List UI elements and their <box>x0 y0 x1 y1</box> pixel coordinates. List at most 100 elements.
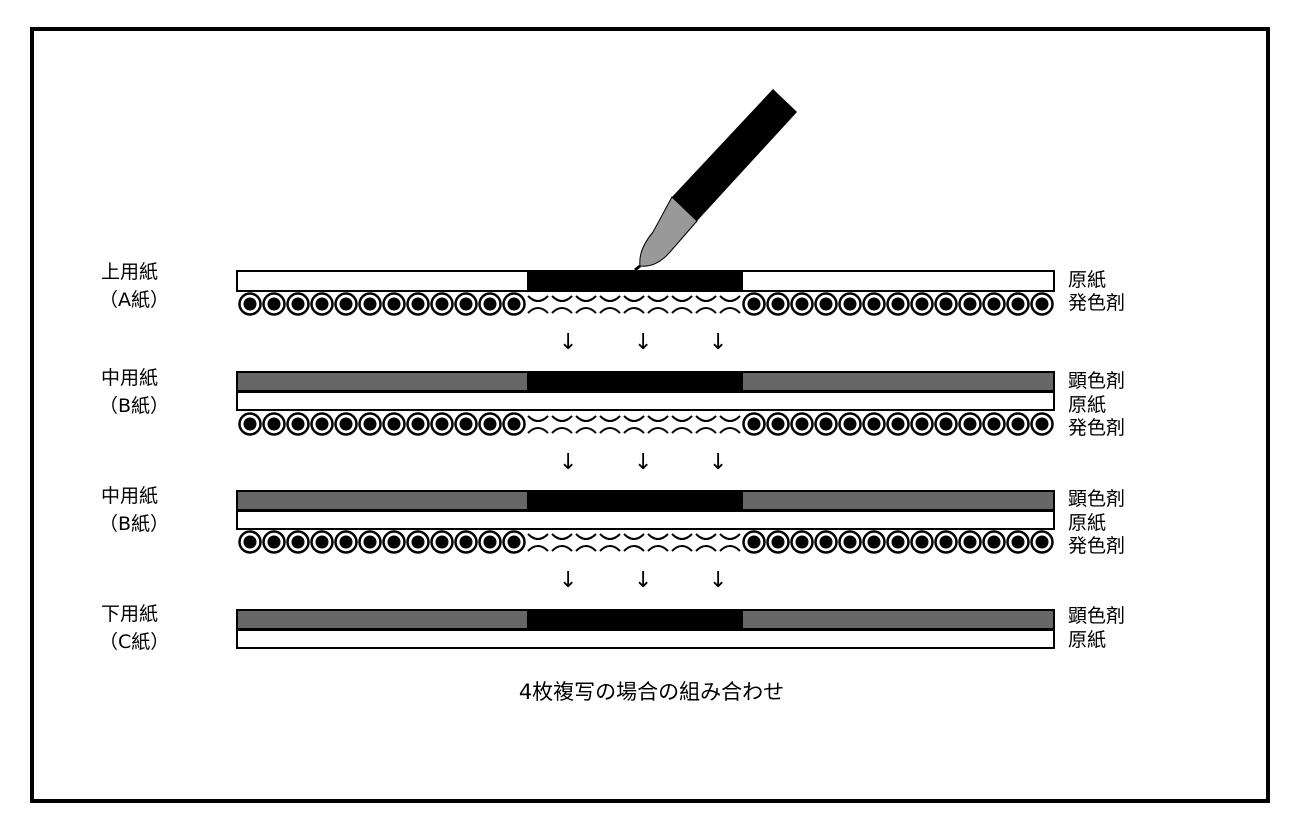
capsule-dye <box>243 417 257 431</box>
capsule-dye <box>819 297 833 311</box>
paper-layers <box>236 270 1055 649</box>
sheet-1-name: 上用紙 <box>101 261 159 283</box>
capsule-dye <box>483 297 497 311</box>
down-arrow-icon: ↓ <box>559 568 578 593</box>
capsule-dye <box>891 535 905 549</box>
capsule-dye <box>267 535 281 549</box>
capsule-dye <box>1035 297 1049 311</box>
ruptured-capsule <box>599 533 621 552</box>
ruptured-capsule <box>623 415 645 434</box>
down-arrow-icon: ↓ <box>634 330 653 355</box>
down-arrow-icon: ↓ <box>709 330 728 355</box>
capsule-dye <box>747 535 761 549</box>
down-arrow-icon: ↓ <box>559 330 578 355</box>
capsule-dye <box>939 535 953 549</box>
capsule-dye <box>363 417 377 431</box>
down-arrow-icon: ↓ <box>634 450 653 475</box>
ruptured-capsule <box>647 533 669 552</box>
capsule-dye <box>243 297 257 311</box>
capsule-dye <box>339 417 353 431</box>
capsule-dye <box>819 417 833 431</box>
capsule-dye <box>243 535 257 549</box>
ruptured-capsule <box>719 415 741 434</box>
ruptured-capsule <box>599 295 621 314</box>
ruptured-capsule <box>599 415 621 434</box>
capsule-dye <box>411 297 425 311</box>
capsule-dye <box>915 297 929 311</box>
capsule-dye <box>267 417 281 431</box>
capsule-dye <box>459 535 473 549</box>
sheet-4-sub: （C紙） <box>99 631 170 653</box>
capsule-dye <box>867 297 881 311</box>
capsule-dye <box>267 297 281 311</box>
capsule-dye <box>747 417 761 431</box>
ruptured-capsule <box>527 295 549 314</box>
capsule-dye <box>939 297 953 311</box>
down-arrow-icon: ↓ <box>709 450 728 475</box>
ruptured-capsule <box>551 295 573 314</box>
base-paper-layer <box>236 510 1055 530</box>
capsule-dye <box>867 535 881 549</box>
capsule-dye <box>435 417 449 431</box>
capsule-dye <box>843 535 857 549</box>
base-paper-layer <box>236 629 1055 649</box>
sheet-1-layer-paper: 原紙 <box>1068 269 1107 291</box>
ruptured-capsule <box>623 533 645 552</box>
pen-icon <box>634 89 797 272</box>
capsule-dye <box>891 417 905 431</box>
ruptured-capsule <box>671 533 693 552</box>
capsule-dye <box>483 417 497 431</box>
sheet-1-layer-former: 発色剤 <box>1068 292 1126 314</box>
diagram-caption: 4枚複写の場合の組み合わせ <box>518 680 785 704</box>
capsule-dye <box>339 535 353 549</box>
sheet-3-layer-developer: 顕色剤 <box>1068 488 1126 510</box>
capsule-dye <box>771 417 785 431</box>
capsule-dye <box>459 297 473 311</box>
color-former-layer <box>238 530 1054 554</box>
capsule-dye <box>987 535 1001 549</box>
ruptured-capsule <box>671 415 693 434</box>
capsule-dye <box>963 417 977 431</box>
capsule-dye <box>867 417 881 431</box>
sheet-2-layer-paper: 原紙 <box>1068 394 1107 416</box>
sheet-1-sub: （A紙） <box>99 289 169 311</box>
capsule-dye <box>987 297 1001 311</box>
capsule-dye <box>387 417 401 431</box>
capsule-dye <box>315 535 329 549</box>
capsule-dye <box>387 535 401 549</box>
sheet-4-layer-developer: 顕色剤 <box>1068 605 1126 627</box>
capsule-dye <box>315 297 329 311</box>
capsule-dye <box>771 535 785 549</box>
capsule-dye <box>507 417 521 431</box>
capsule-dye <box>1035 417 1049 431</box>
capsule-dye <box>291 535 305 549</box>
developed-image-area <box>527 491 743 510</box>
sheet-2-name: 中用紙 <box>101 367 159 389</box>
developed-image-area <box>527 610 743 629</box>
capsule-dye <box>339 297 353 311</box>
capsule-dye <box>843 297 857 311</box>
capsule-dye <box>1011 297 1025 311</box>
ruptured-capsule <box>575 415 597 434</box>
developed-image-area <box>527 372 743 391</box>
sheet-4-name: 下用紙 <box>101 603 159 625</box>
ruptured-capsule <box>695 415 717 434</box>
capsule-dye <box>795 417 809 431</box>
capsule-dye <box>363 535 377 549</box>
capsule-dye <box>987 417 1001 431</box>
ruptured-capsule <box>623 295 645 314</box>
sheet-3-layer-former: 発色剤 <box>1068 535 1126 557</box>
down-arrow-icon: ↓ <box>559 450 578 475</box>
capsule-dye <box>291 297 305 311</box>
capsule-dye <box>363 297 377 311</box>
capsule-dye <box>1035 535 1049 549</box>
capsule-dye <box>411 417 425 431</box>
capsule-dye <box>483 535 497 549</box>
capsule-dye <box>915 417 929 431</box>
capsule-dye <box>915 535 929 549</box>
base-paper-layer <box>236 391 1055 411</box>
capsule-dye <box>939 417 953 431</box>
ruptured-capsule <box>575 295 597 314</box>
capsule-dye <box>411 535 425 549</box>
sheet-3-layer-paper: 原紙 <box>1068 512 1107 534</box>
